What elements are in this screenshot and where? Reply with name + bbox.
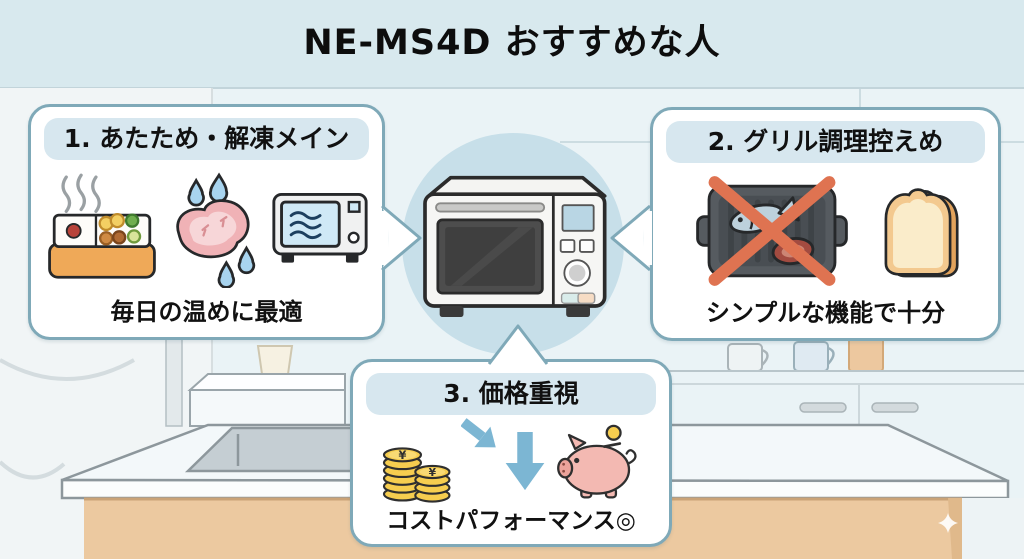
floor-right [962,498,1024,559]
ledge-front [189,389,346,427]
box-1-caption: 毎日の温めに最適 [110,297,303,326]
cross-mark-icon [708,176,835,287]
box-2-header: 2. グリル調理控えめ [666,121,985,164]
mug-2-handle [827,346,835,365]
coin-icon [605,424,622,441]
cup [256,345,294,375]
coin-stack-right [414,464,451,503]
microwave-oven-icon [423,175,607,317]
fridge-handle-shadow-2 [0,460,66,480]
box-1-icons [44,160,370,298]
yen-symbol: ¥ [399,448,407,462]
yen-coin-stacks-icon: ¥ ¥ [382,447,451,503]
down-arrow-icon [505,431,545,491]
meat-marbling [200,216,227,237]
pig-eye [574,457,580,464]
defrosting-meat-icon [175,172,255,289]
drawer-handle-2 [871,402,919,413]
no-grill-pan-icon [695,176,848,287]
pig-snout [557,457,574,479]
pig-ear [567,433,587,451]
toast-icon [884,188,959,278]
fridge-handle-shadow [0,358,135,381]
yen-symbol-2: ¥ [429,466,437,479]
callout-box-2: 2. グリル調理控えめ [650,107,1001,341]
callout-box-3: 3. 価格重視 ¥ ¥ [350,359,672,547]
sparkle-icon [938,513,958,533]
pole [165,329,183,427]
box-2-caption: シンプルな機能で十分 [705,298,946,327]
piggy-bank-icon [557,424,637,499]
box-3-caption: コストパフォーマンス◎ [386,507,636,534]
pig-tail [625,449,637,465]
bento-box-icon [47,173,156,280]
box-2-icons [693,163,959,299]
box-2-pointer [610,205,652,271]
mug-1-handle [761,348,769,366]
small-microwave-icon [271,193,368,264]
box-1-header: 1. あたため・解凍メイン [44,118,369,161]
callout-box-1: 1. あたため・解凍メイン [28,104,385,340]
drawer-handle-1 [799,402,847,413]
page-title: NE-MS4D おすすめな人 [303,23,721,63]
steam-icon [60,173,101,214]
canister [848,336,884,372]
coin-slot [603,442,622,448]
microwave-waves-icon [289,211,321,240]
mug-1 [727,343,763,372]
mug-2 [793,341,829,372]
box-1-pointer [380,205,422,271]
ledge-top [187,373,346,391]
box-3-pointer [488,324,548,365]
wall-top-band [0,0,1024,88]
box-3-icons: ¥ ¥ [373,415,649,508]
diagonal-arrow-icon [461,418,496,448]
cabinet-base-shade [948,498,962,559]
box-3-header: 3. 価格重視 [366,373,656,416]
